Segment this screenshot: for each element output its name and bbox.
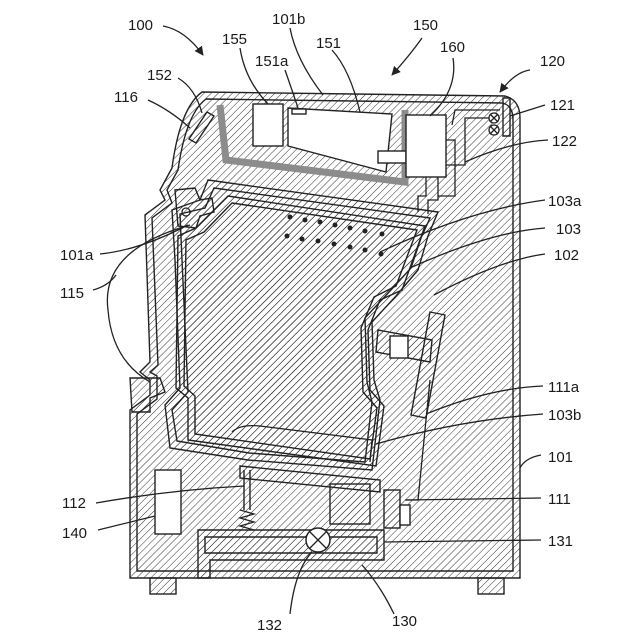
label-115: 115 <box>60 285 84 302</box>
label-103b: 103b <box>548 407 581 424</box>
label-102: 102 <box>554 247 579 264</box>
connector-160a <box>378 151 406 163</box>
label-131: 131 <box>548 533 573 550</box>
control-box <box>155 470 181 534</box>
label-101b: 101b <box>272 11 305 28</box>
label-103: 103 <box>556 221 581 238</box>
cabinet-foot-right <box>478 578 504 594</box>
label-111: 111 <box>548 491 571 508</box>
label-150: 150 <box>413 17 438 34</box>
label-152: 152 <box>147 67 172 84</box>
damper-111 <box>384 490 400 528</box>
cabinet-foot-left <box>150 578 176 594</box>
label-130: 130 <box>392 613 417 630</box>
label-151a: 151a <box>255 53 289 70</box>
sensor-151a <box>292 109 306 114</box>
label-151: 151 <box>316 35 341 52</box>
component-155 <box>253 104 283 146</box>
label-121: 121 <box>550 97 575 114</box>
label-100: 100 <box>128 17 153 34</box>
label-103a: 103a <box>548 193 582 210</box>
motor-hub <box>390 336 408 358</box>
label-132: 132 <box>257 617 282 634</box>
label-140: 140 <box>62 525 87 542</box>
label-122: 122 <box>552 133 577 150</box>
label-160: 160 <box>440 39 465 56</box>
label-116: 116 <box>114 89 138 106</box>
label-112: 112 <box>62 495 86 512</box>
label-111a: 111a <box>548 379 580 396</box>
component-160 <box>406 115 446 177</box>
label-101a: 101a <box>60 247 94 264</box>
damper-cap <box>400 505 410 525</box>
label-155: 155 <box>222 31 247 48</box>
drain-pump-body <box>330 484 370 524</box>
label-120: 120 <box>540 53 565 70</box>
label-101: 101 <box>548 449 573 466</box>
